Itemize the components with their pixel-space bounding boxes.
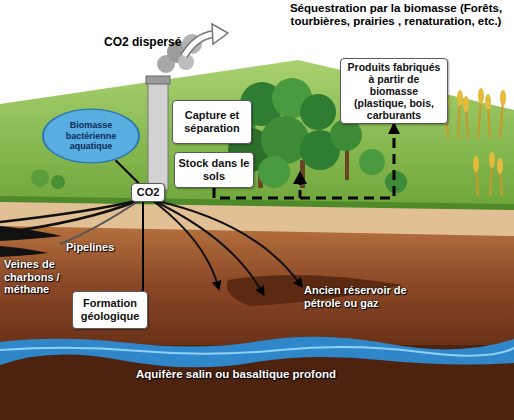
wheat-ear [457, 90, 463, 106]
arrow-head [293, 171, 307, 184]
bush [31, 169, 49, 187]
chimney-top [146, 76, 170, 84]
pipeline [0, 200, 140, 222]
pond-ellipse: Biomasse bactérienne aquatique [42, 108, 140, 164]
aquifer-band [0, 337, 514, 368]
tree-crown [300, 94, 336, 130]
aquifer-highlight [0, 347, 514, 356]
wheat-ear [485, 94, 491, 110]
annotation-label: Séquestration par la biomasse (Forêts, t… [282, 2, 510, 28]
deep-rock [0, 195, 514, 420]
pond-water [43, 109, 139, 163]
tree-crown [258, 156, 290, 188]
annotation-label: Veines de charbons / méthane [4, 258, 100, 296]
pipeline [0, 200, 140, 233]
connector-line [142, 202, 144, 291]
annotation-label: CO2 dispersé [104, 36, 194, 50]
geology-box: Formation géologique [72, 291, 148, 329]
coal-vein [0, 246, 48, 257]
tree-trunk [345, 150, 349, 180]
product-box: Produits fabriqués à partir de biomasse … [340, 58, 448, 124]
dashed-up-arrow [299, 182, 302, 198]
annotation-label: Ancien réservoir de pétrole ou gaz [304, 284, 444, 309]
annotation-label: Aquifère salin ou basaltique profond [136, 368, 426, 381]
dispersal-arrow-outline [184, 34, 214, 56]
wheat-ear [463, 96, 469, 112]
node-text: Biomasse bactérienne aquatique [56, 120, 126, 151]
bush [51, 175, 65, 189]
injection-line [152, 200, 218, 286]
injection-line [152, 200, 262, 292]
node-text: Formation géologique [76, 297, 144, 322]
connector-line [116, 160, 139, 183]
wheat-ear [478, 88, 484, 104]
wheat-ear [473, 156, 479, 172]
pipeline [60, 200, 140, 244]
tree-crown [359, 149, 385, 175]
annotation-label: Pipelines [66, 241, 136, 254]
wheat-ear [497, 158, 503, 174]
node-text: Produits fabriqués à partir de biomasse … [344, 61, 444, 121]
storage-box: Stock dans le sols [174, 152, 254, 188]
node-text: Stock dans le sols [178, 157, 250, 182]
node-text: Capture et séparation [176, 109, 248, 134]
wheat-stems [446, 98, 503, 138]
node-text: CO2 [137, 186, 160, 199]
injection-line [152, 200, 300, 284]
dispersal-arrow [184, 34, 214, 56]
process-box: Capture et séparation [172, 100, 252, 144]
co2-box: CO2 [131, 183, 165, 202]
wheat-ear [489, 152, 495, 168]
dispersal-arrow-head [212, 24, 228, 44]
wheat-ear [500, 90, 506, 106]
tree-crown [385, 171, 407, 193]
chimney [148, 78, 168, 190]
